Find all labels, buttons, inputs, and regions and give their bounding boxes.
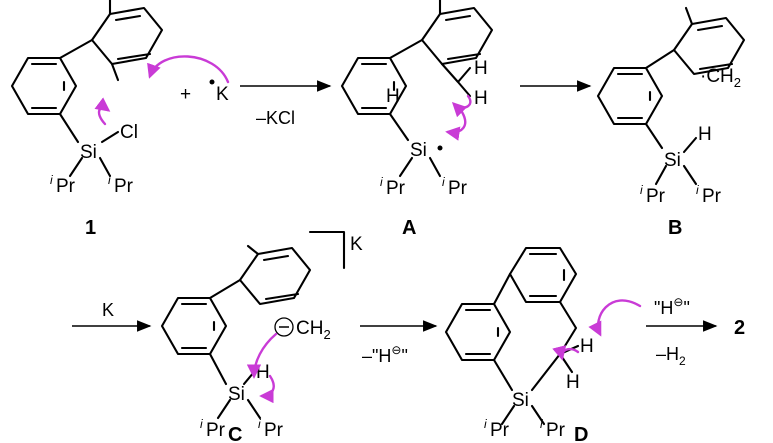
biaryl-bond bbox=[388, 38, 424, 60]
si-h-bond bbox=[682, 136, 698, 154]
ipr-right: Pr bbox=[264, 420, 284, 441]
benzene-ring bbox=[596, 66, 664, 126]
biaryl-bond bbox=[644, 48, 676, 70]
reagent-k: K bbox=[102, 300, 114, 320]
electron-arrow bbox=[259, 374, 275, 404]
methyl-bottom bbox=[110, 62, 120, 82]
ch3-bonds bbox=[440, 62, 472, 98]
si-atom: Si bbox=[664, 150, 681, 171]
h-atom: H bbox=[256, 362, 270, 383]
compound-label-a: A bbox=[402, 217, 416, 239]
benzene-ring-left bbox=[444, 302, 512, 362]
si-atom: Si bbox=[410, 140, 427, 161]
si-ipr-bonds bbox=[500, 404, 546, 426]
condition-minus-h2: –H2 bbox=[656, 344, 686, 368]
compound-1: Si Cl i Pr i Pr 1 bbox=[10, 0, 230, 239]
h-atom: H bbox=[386, 86, 400, 107]
h-atom: H bbox=[580, 336, 594, 357]
ipr-left: Pr bbox=[386, 178, 406, 199]
compound-label-1: 1 bbox=[85, 217, 96, 239]
ipr-left: Pr bbox=[490, 420, 510, 441]
iso-prefix: i bbox=[696, 183, 699, 197]
benzene-ring-top bbox=[508, 246, 578, 304]
aryl-si-bond bbox=[644, 122, 664, 150]
plus-sign: + bbox=[180, 84, 191, 105]
methyl-top bbox=[684, 6, 694, 26]
si-atom: Si bbox=[512, 390, 529, 411]
biaryl-bond bbox=[58, 38, 94, 60]
ipr-left: Pr bbox=[206, 420, 226, 441]
si-ipr-bonds bbox=[654, 164, 698, 186]
si-ipr-bonds bbox=[216, 398, 262, 420]
radical-dot bbox=[209, 79, 215, 85]
carbanion-charge bbox=[274, 317, 294, 337]
product-label-2: 2 bbox=[734, 317, 745, 339]
iso-prefix: i bbox=[200, 417, 203, 431]
compound-label-d: D bbox=[574, 424, 588, 443]
ring-fusion bbox=[492, 272, 578, 392]
ch2-anion: CH2 bbox=[296, 318, 331, 342]
si-h-bond bbox=[242, 370, 256, 386]
si-atom: Si bbox=[80, 142, 97, 163]
si-ipr-bonds bbox=[398, 156, 442, 178]
iso-prefix: i bbox=[442, 175, 445, 189]
aryl-si-bond bbox=[58, 112, 80, 144]
ipr-left: Pr bbox=[646, 186, 666, 207]
si-ipr-bonds bbox=[68, 156, 112, 178]
methyl-top bbox=[246, 244, 260, 256]
potassium-atom: K bbox=[216, 84, 229, 105]
xylyl-ring bbox=[238, 246, 312, 306]
condition-add-hydride: "H⊖" bbox=[654, 295, 690, 318]
h-atom: H bbox=[698, 124, 712, 145]
benzene-ring bbox=[10, 56, 78, 116]
aryl-si-bond bbox=[388, 112, 410, 142]
intermediate-d: Si H H i Pr i Pr D bbox=[444, 246, 642, 443]
compound-label-c: C bbox=[228, 424, 242, 443]
electron-arrow bbox=[445, 110, 467, 141]
si-cl-bond bbox=[100, 130, 120, 144]
radical-dot bbox=[437, 145, 443, 151]
h-atom: H bbox=[566, 372, 580, 393]
intermediate-b: ·CH2 H Si i Pr i Pr B bbox=[596, 6, 746, 239]
iso-prefix: i bbox=[640, 183, 643, 197]
ch2-radical: ·CH2 bbox=[700, 66, 741, 90]
xylyl-ring bbox=[90, 6, 164, 66]
iso-prefix: i bbox=[108, 173, 111, 187]
ipr-right: Pr bbox=[702, 186, 722, 207]
intermediate-a: H H H Si i Pr i Pr A bbox=[340, 0, 494, 239]
ipr-right: Pr bbox=[448, 178, 468, 199]
si-atom: Si bbox=[228, 384, 245, 405]
electron-arrow bbox=[246, 332, 278, 379]
electron-arrow bbox=[552, 345, 580, 361]
bracket bbox=[308, 230, 346, 270]
potassium-counterion: K bbox=[350, 234, 363, 255]
condition-minus-kcl: –KCl bbox=[256, 108, 295, 128]
aryl-si-bond bbox=[208, 352, 228, 386]
electron-arrow bbox=[94, 97, 111, 126]
iso-prefix: i bbox=[258, 417, 261, 431]
ipr-right: Pr bbox=[546, 420, 566, 441]
electron-arrow bbox=[451, 94, 472, 118]
iso-prefix: i bbox=[484, 417, 487, 431]
cl-atom: Cl bbox=[120, 122, 138, 143]
electron-arrow bbox=[588, 299, 642, 337]
ipr-right: Pr bbox=[114, 176, 134, 197]
iso-prefix: i bbox=[540, 417, 543, 431]
condition-minus-hydride: –"H⊖" bbox=[362, 343, 408, 366]
intermediate-c: K CH2 H Si i Pr i Pr C bbox=[160, 230, 363, 443]
biaryl-bond bbox=[208, 278, 242, 300]
h-atom: H bbox=[474, 88, 488, 109]
h-atom: H bbox=[474, 58, 488, 79]
compound-label-b: B bbox=[668, 217, 682, 239]
iso-prefix: i bbox=[380, 175, 383, 189]
ipr-left: Pr bbox=[56, 176, 76, 197]
xylyl-ring bbox=[420, 6, 494, 66]
benzene-ring bbox=[160, 296, 228, 356]
iso-prefix: i bbox=[50, 173, 53, 187]
electron-arrow bbox=[147, 55, 230, 84]
